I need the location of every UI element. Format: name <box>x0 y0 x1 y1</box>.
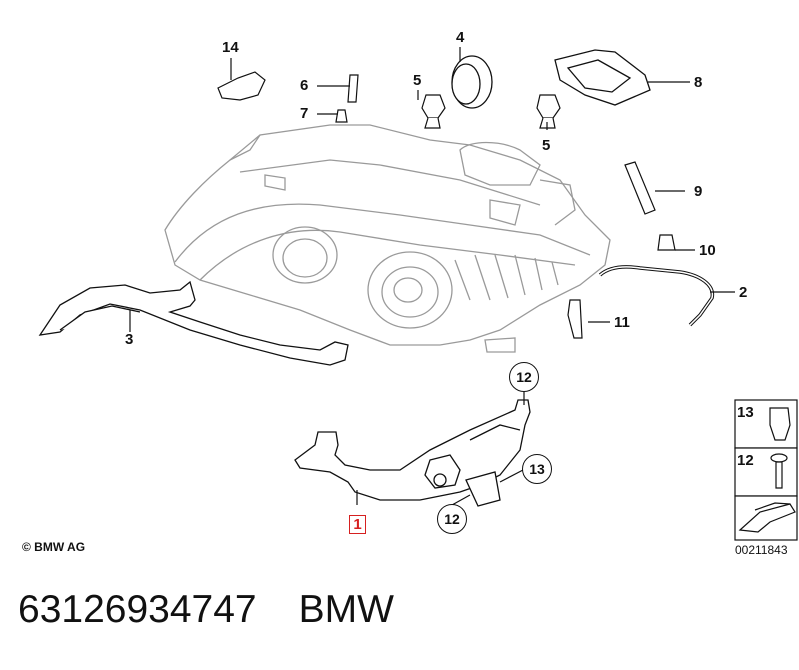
bulb-part6 <box>347 74 359 103</box>
part-number: 63126934747 <box>18 588 257 631</box>
diagram-id: 00211843 <box>735 543 788 557</box>
copyright-label: © BMW AG <box>22 540 86 554</box>
callout-12a: 12 <box>509 362 539 392</box>
callout-4: 4 <box>456 29 465 46</box>
callout-11: 11 <box>614 314 630 331</box>
callout-6: 6 <box>300 77 309 94</box>
trim-strip-part3 <box>38 280 349 366</box>
callout-9: 9 <box>694 183 703 200</box>
clip-part14 <box>217 71 266 101</box>
bulb-part5b <box>536 94 561 129</box>
cover-part8 <box>554 49 651 106</box>
bracket-part1 <box>294 399 531 507</box>
callout-14: 14 <box>222 39 239 56</box>
bulb-part9 <box>624 161 656 215</box>
bulb-part5a <box>421 94 446 129</box>
callout-3: 3 <box>125 331 134 348</box>
callout-5a: 5 <box>413 72 422 89</box>
bulb-part7 <box>335 109 348 123</box>
legend-icons <box>734 399 798 541</box>
leader-lines <box>129 47 735 506</box>
brand-name: BMW <box>298 588 394 631</box>
legend-label-13: 13 <box>737 404 754 421</box>
legend-label-12: 12 <box>737 452 754 469</box>
callout-13: 13 <box>522 454 552 484</box>
footer-caption: 63126934747 BMW <box>18 588 394 632</box>
bulb-part10 <box>657 234 676 251</box>
callout-1-highlighted: 1 <box>349 515 366 534</box>
callout-8: 8 <box>694 74 703 91</box>
cap-part4 <box>451 55 493 109</box>
headlight-housing <box>164 124 611 353</box>
callout-10: 10 <box>699 242 716 259</box>
callout-5b: 5 <box>542 137 551 154</box>
clip-part11 <box>567 299 583 339</box>
callout-12b: 12 <box>437 504 467 534</box>
callout-7: 7 <box>300 105 309 122</box>
callout-2: 2 <box>739 284 748 301</box>
